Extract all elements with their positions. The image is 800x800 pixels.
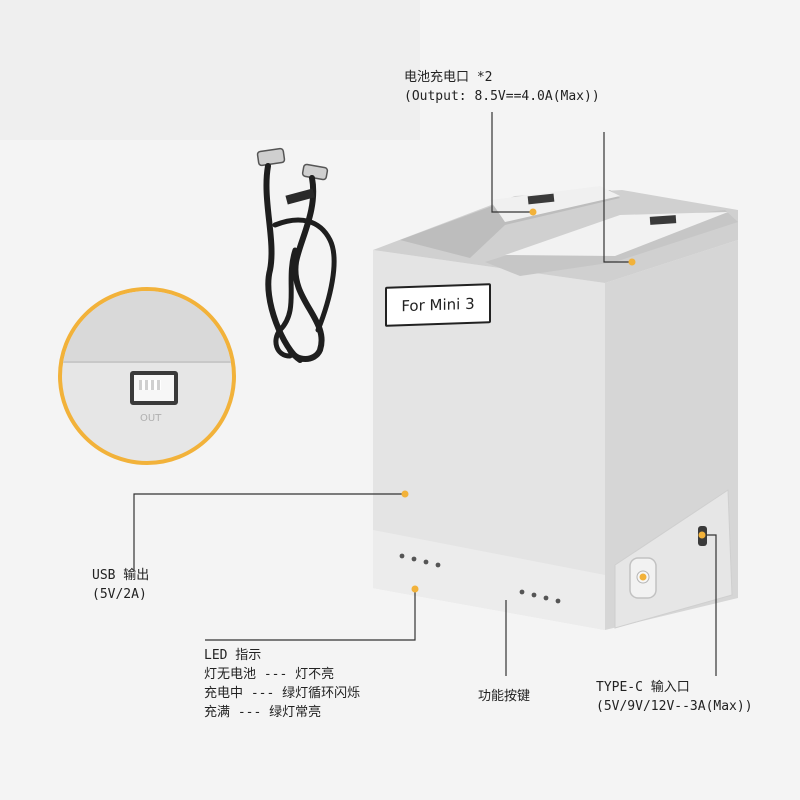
usb-output-title: USB 输出: [92, 568, 150, 583]
charger-hub: [373, 186, 738, 630]
led-line-1: 灯无电池 --- 灯不亮: [204, 667, 335, 682]
battery-port-detail: (Output: 8.5V==4.0A(Max)): [404, 89, 600, 104]
product-model-label: For Mini 3: [385, 283, 491, 327]
callout-led: LED 指示 灯无电池 --- 灯不亮 充电中 --- 绿灯循环闪烁 充满 --…: [204, 646, 360, 722]
type-c-title: TYPE-C 输入口: [596, 680, 690, 695]
callout-usb-output: USB 输出 (5V/2A): [92, 566, 149, 604]
callout-function-button: 功能按键: [478, 687, 530, 706]
usb-c-cable: [256, 147, 337, 363]
led-line-2: 充电中 --- 绿灯循环闪烁: [204, 686, 361, 701]
indicator-dots: [401, 208, 706, 593]
usb-port-zoom: OUT: [58, 287, 236, 465]
led-line-3: 充满 --- 绿灯常亮: [204, 705, 322, 720]
backdrop-panel: [0, 0, 420, 140]
type-c-detail: (5V/9V/12V--3A(Max)): [596, 699, 753, 714]
function-button-title: 功能按键: [478, 689, 531, 704]
usb-port-icon: [130, 371, 178, 405]
led-title: LED 指示: [204, 648, 262, 663]
callout-lines: [133, 112, 717, 676]
usb-port-out-label: OUT: [140, 413, 162, 424]
callout-type-c: TYPE-C 输入口 (5V/9V/12V--3A(Max)): [596, 678, 753, 716]
usb-output-detail: (5V/2A): [92, 587, 147, 602]
zoom-housing-top: [62, 291, 232, 363]
callout-battery-port: 电池充电口 *2 (Output: 8.5V==4.0A(Max)): [404, 68, 600, 106]
battery-port-title: 电池充电口 *2: [404, 70, 493, 85]
